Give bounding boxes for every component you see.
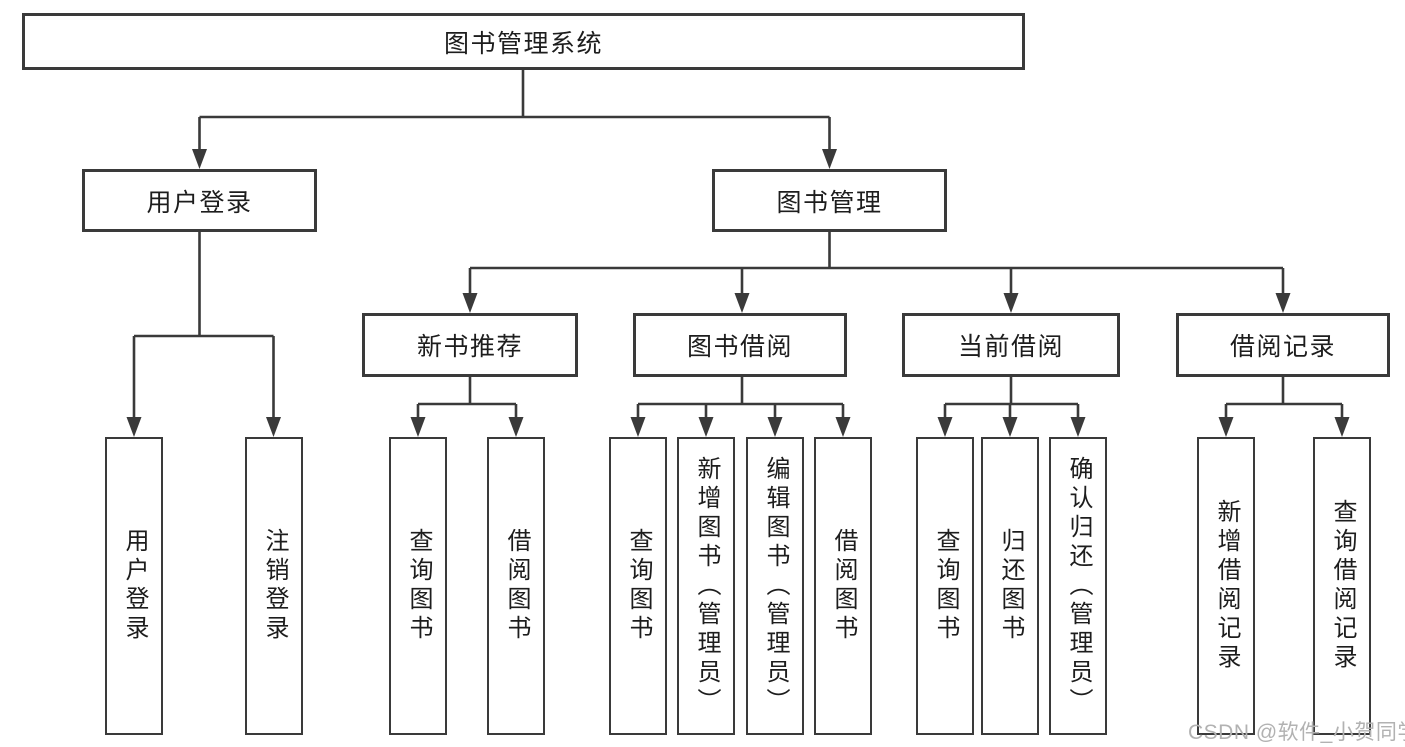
node-book-management-label: 图书管理	[776, 188, 883, 217]
arrowhead-down-icon	[1003, 293, 1019, 313]
connector-bookborrow-to-leaves	[636, 377, 845, 419]
watermark: CSDN @软件_小贺同学	[1188, 721, 1405, 744]
leaf-cb-query-book: 查询图书	[916, 437, 974, 735]
node-book-management: 图书管理	[712, 169, 947, 232]
arrowhead-down-icon	[1218, 417, 1234, 437]
leaf-nbr-borrow-book-label: 借阅图书	[503, 528, 530, 644]
node-new-book-recommend: 新书推荐	[362, 313, 578, 377]
leaf-br-query-record-label: 查询借阅记录	[1329, 499, 1356, 673]
leaf-br-add-record: 新增借阅记录	[1197, 437, 1255, 735]
arrowhead-down-icon	[734, 293, 750, 313]
leaf-bb-query-book-label: 查询图书	[625, 528, 652, 644]
arrowhead-down-icon	[835, 417, 851, 437]
arrowhead-down-icon	[508, 417, 524, 437]
connector-borrowrecord-to-leaves	[1224, 377, 1344, 419]
arrowhead-down-icon	[698, 417, 714, 437]
node-book-borrow: 图书借阅	[633, 313, 847, 377]
node-current-borrow-label: 当前借阅	[957, 333, 1064, 361]
arrowhead-down-icon	[462, 293, 478, 313]
arrowhead-down-icon	[266, 417, 281, 437]
leaf-cb-confirm-return-label: 确认归还（管理员）	[1065, 455, 1092, 717]
node-current-borrow: 当前借阅	[902, 313, 1120, 377]
leaf-cb-confirm-return: 确认归还（管理员）	[1049, 437, 1107, 735]
arrowhead-down-icon	[126, 417, 142, 437]
node-root: 图书管理系统	[22, 13, 1025, 70]
arrowhead-down-icon	[1334, 417, 1350, 437]
connector-root-to-level2	[198, 70, 831, 151]
leaf-nbr-borrow-book: 借阅图书	[487, 437, 545, 735]
arrowhead-down-icon	[822, 149, 837, 169]
leaf-logout-label: 注销登录	[261, 528, 288, 644]
arrowhead-down-icon	[410, 417, 426, 437]
node-borrow-record-label: 借阅记录	[1229, 333, 1336, 361]
leaf-bb-edit-book-label: 编辑图书（管理员）	[762, 455, 789, 717]
arrowhead-down-icon	[937, 417, 953, 437]
arrowhead-down-icon	[630, 417, 646, 437]
leaf-cb-query-book-label: 查询图书	[932, 528, 959, 644]
node-root-label: 图书管理系统	[443, 29, 603, 58]
leaf-cb-return-book: 归还图书	[981, 437, 1039, 735]
leaf-user-login: 用户登录	[105, 437, 163, 735]
leaf-bb-borrow-book: 借阅图书	[814, 437, 872, 735]
connector-newbookrec-to-leaves	[416, 377, 518, 419]
leaf-bb-add-book-label: 新增图书（管理员）	[693, 455, 720, 717]
leaf-nbr-query-book-label: 查询图书	[405, 528, 432, 644]
arrowhead-down-icon	[192, 149, 207, 169]
node-user-login-label: 用户登录	[146, 188, 253, 217]
node-new-book-recommend-label: 新书推荐	[416, 333, 523, 361]
leaf-nbr-query-book: 查询图书	[389, 437, 447, 735]
leaf-bb-edit-book: 编辑图书（管理员）	[746, 437, 804, 735]
arrowhead-down-icon	[1275, 293, 1291, 313]
arrowhead-down-icon	[1002, 417, 1018, 437]
leaf-cb-return-book-label: 归还图书	[997, 528, 1024, 644]
leaf-bb-add-book: 新增图书（管理员）	[677, 437, 735, 735]
node-book-borrow-label: 图书借阅	[686, 333, 793, 361]
leaf-logout: 注销登录	[245, 437, 303, 735]
leaf-bb-borrow-book-label: 借阅图书	[830, 528, 857, 644]
leaf-br-add-record-label: 新增借阅记录	[1213, 499, 1240, 673]
arrowhead-down-icon	[1070, 417, 1086, 437]
connector-currentborrow-to-leaves	[943, 377, 1080, 419]
leaf-bb-query-book: 查询图书	[609, 437, 667, 735]
connector-userlogin-to-leaves	[132, 232, 275, 419]
connector-bookmgmt-to-level3	[468, 232, 1285, 295]
leaf-br-query-record: 查询借阅记录	[1313, 437, 1371, 735]
node-user-login: 用户登录	[82, 169, 317, 232]
node-borrow-record: 借阅记录	[1176, 313, 1390, 377]
leaf-user-login-label: 用户登录	[121, 528, 148, 644]
arrowhead-down-icon	[767, 417, 783, 437]
